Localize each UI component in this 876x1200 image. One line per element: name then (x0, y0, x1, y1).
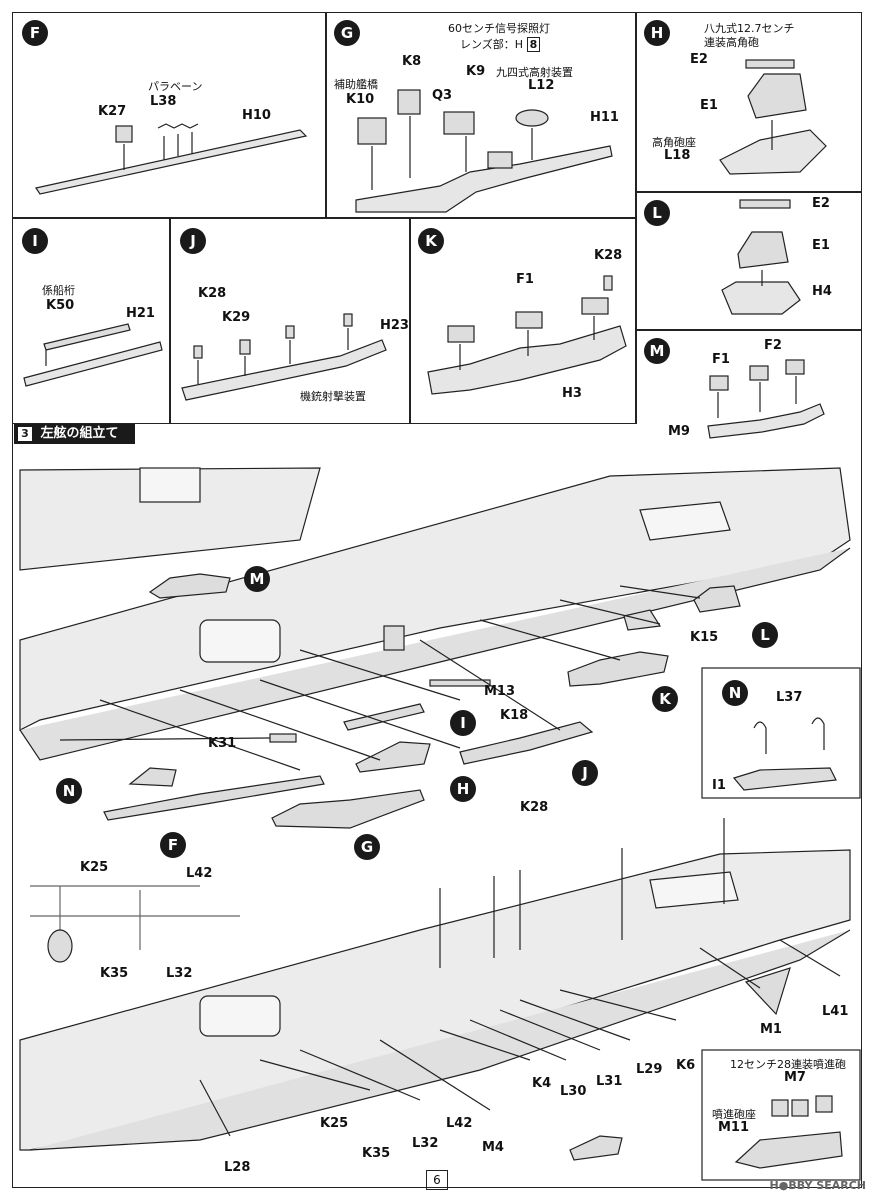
part-M1: M1 (760, 1022, 782, 1037)
part-E2-h: E2 (690, 52, 708, 67)
lens-note: レンズ部：H 8 (460, 36, 541, 52)
panel-H (636, 12, 862, 192)
part-L28: L28 (224, 1160, 251, 1175)
section-title-text: 左舷の組立て (40, 426, 119, 441)
lens-note-text: レンズ部：H (460, 38, 524, 51)
mg-director-note: 機銃射撃装置 (300, 390, 366, 403)
part-L18: L18 (664, 148, 691, 163)
detail-part-L42: L42 (186, 866, 213, 881)
part-K10: K10 (346, 92, 375, 107)
badge-H: H (644, 20, 670, 46)
part-K4: K4 (532, 1076, 552, 1091)
badge-K: K (418, 228, 444, 254)
part-M13: M13 (484, 684, 516, 699)
badge-L: L (644, 200, 670, 226)
part-F2-m: F2 (764, 338, 782, 353)
part-L37: L37 (776, 690, 803, 705)
part-H23: H23 (380, 318, 409, 333)
part-K35: K35 (362, 1146, 391, 1161)
lens-part-number: 8 (526, 37, 541, 52)
part-M7: M7 (784, 1070, 806, 1085)
part-L29: L29 (636, 1062, 663, 1077)
callout-J: J (572, 760, 598, 786)
badge-G: G (334, 20, 360, 46)
page-number: 6 (426, 1170, 448, 1190)
badge-J: J (180, 228, 206, 254)
part-K50: K50 (46, 298, 75, 313)
part-L30: L30 (560, 1084, 587, 1099)
badge-M: M (644, 338, 670, 364)
aa-gun-note-1: 八九式12.7センチ (704, 22, 795, 35)
part-L42: L42 (446, 1116, 473, 1131)
callout-I: I (450, 710, 476, 736)
part-E1-l: E1 (812, 238, 830, 253)
part-H11: H11 (590, 110, 619, 125)
part-M11: M11 (718, 1120, 750, 1135)
section-title: 3 左舷の組立て (14, 424, 135, 444)
part-K28-step2: K28 (520, 800, 549, 815)
paravane-note: パラベーン (148, 80, 203, 93)
watermark: H●BBY SEARCH (769, 1179, 866, 1192)
detail-part-K25: K25 (80, 860, 109, 875)
part-M4: M4 (482, 1140, 504, 1155)
callout-K: K (652, 686, 678, 712)
part-L31: L31 (596, 1074, 623, 1089)
aa-director-note: 九四式高射装置 (496, 66, 573, 79)
callout-F: F (160, 832, 186, 858)
aux-bridge-note: 補助艦橋 (334, 78, 378, 91)
callout-G: G (354, 834, 380, 860)
part-K8: K8 (402, 54, 422, 69)
badge-F: F (22, 20, 48, 46)
part-L41: L41 (822, 1004, 849, 1019)
part-F1-m: F1 (712, 352, 730, 367)
inset-badge-N: N (722, 680, 748, 706)
aa-mount-note: 高角砲座 (652, 136, 696, 149)
part-K28-j: K28 (198, 286, 227, 301)
part-L32: L32 (412, 1136, 439, 1151)
callout-H: H (450, 776, 476, 802)
part-K6: K6 (676, 1058, 696, 1073)
mooring-boom-note: 係船桁 (42, 284, 75, 297)
section-number: 3 (18, 427, 32, 441)
part-K29: K29 (222, 310, 251, 325)
part-K28-k: K28 (594, 248, 623, 263)
part-H21: H21 (126, 306, 155, 321)
part-E2-l: E2 (812, 196, 830, 211)
part-K15: K15 (690, 630, 719, 645)
badge-I: I (22, 228, 48, 254)
part-K31: K31 (208, 736, 237, 751)
part-E1-h: E1 (700, 98, 718, 113)
aa-gun-note-2: 連装高角砲 (704, 36, 759, 49)
part-L12: L12 (528, 78, 555, 93)
part-K9: K9 (466, 64, 486, 79)
callout-L: L (752, 622, 778, 648)
callout-N: N (56, 778, 82, 804)
part-K25: K25 (320, 1116, 349, 1131)
part-K18: K18 (500, 708, 529, 723)
part-H4: H4 (812, 284, 832, 299)
part-M9: M9 (668, 424, 690, 439)
detail-part-K35: K35 (100, 966, 129, 981)
part-F1-k: F1 (516, 272, 534, 287)
detail-part-L32: L32 (166, 966, 193, 981)
part-H10: H10 (242, 108, 271, 123)
callout-M: M (244, 566, 270, 592)
part-H3: H3 (562, 386, 582, 401)
part-Q3: Q3 (432, 88, 453, 103)
part-K27: K27 (98, 104, 127, 119)
part-L38: L38 (150, 94, 177, 109)
part-I1: I1 (712, 778, 726, 793)
rocket-launcher-note: 12センチ28連装噴進砲 (730, 1058, 846, 1071)
signal-searchlight-note: 60センチ信号探照灯 (448, 22, 550, 35)
rocket-mount-note: 噴進砲座 (712, 1108, 756, 1121)
